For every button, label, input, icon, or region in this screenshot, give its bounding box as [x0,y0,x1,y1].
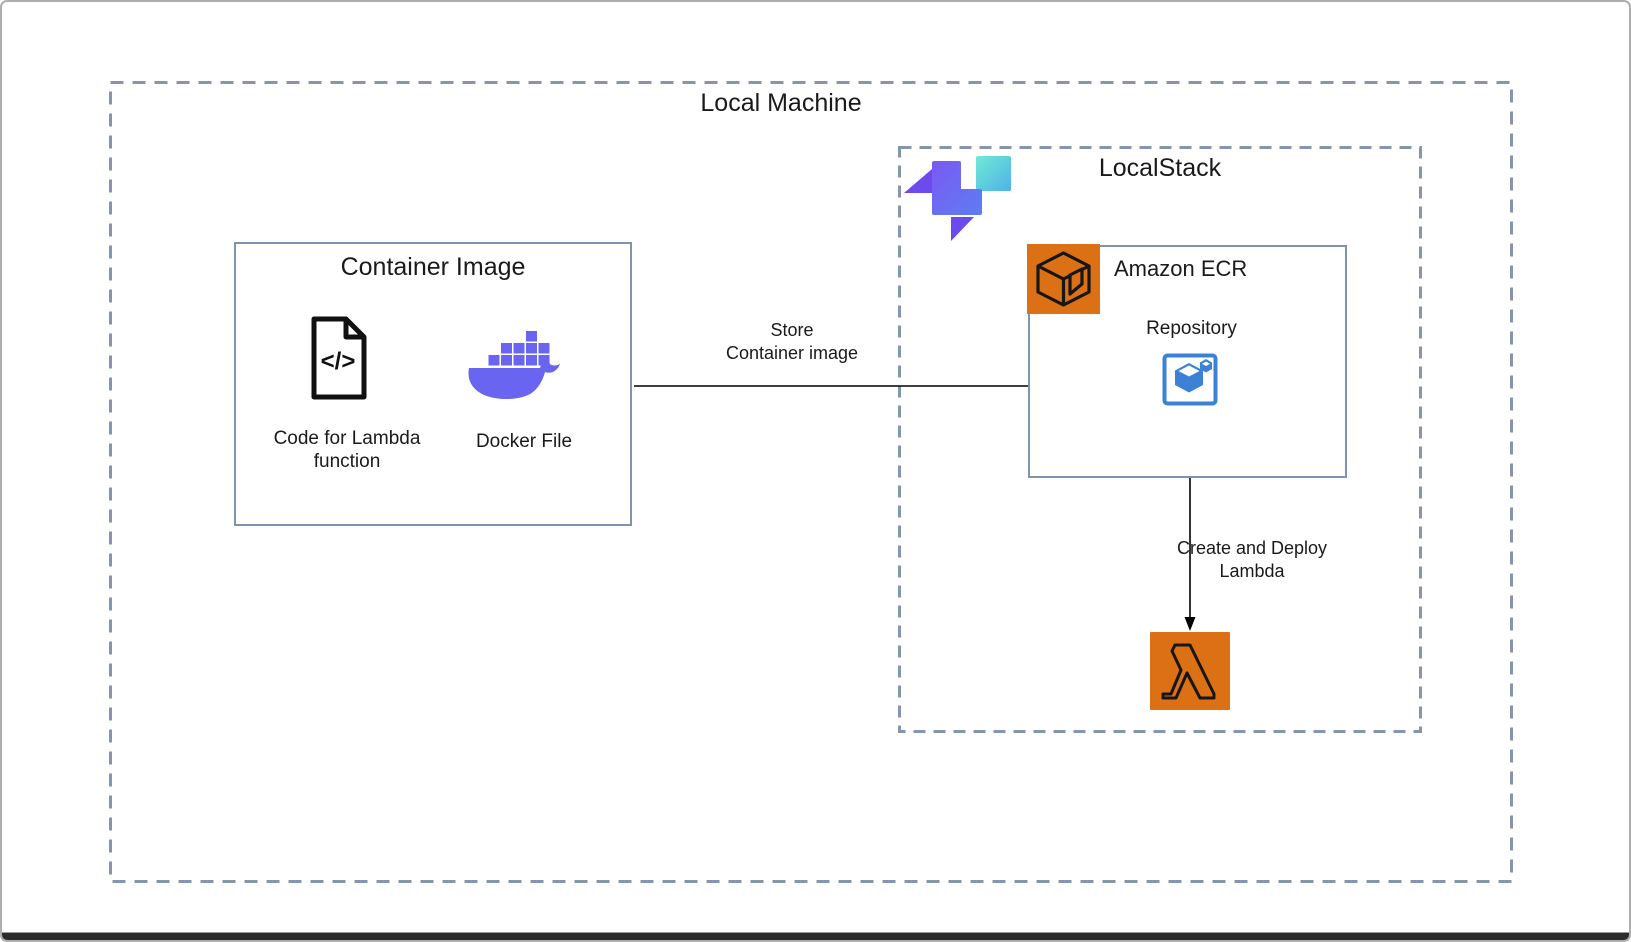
deploy-lambda-arrow-label: Create and Deploy Lambda [1176,538,1328,581]
localstack-logo-icon [904,156,1011,241]
deploy-lambda-arrowhead [1184,617,1196,631]
local-machine-title: Local Machine [700,89,862,117]
store-image-arrow-label: Store Container image [725,320,859,363]
container-image-box: Container Image [234,242,632,526]
container-image-title: Container Image [340,253,526,281]
amazon-ecr-title: Amazon ECR [1114,256,1248,281]
svg-text:</>: </> [321,348,356,375]
code-file-icon: </> [311,316,367,400]
window-bottom-edge [2,932,1629,940]
amazon-ecr-icon [1027,244,1100,314]
ecr-repository-icon [1162,353,1218,406]
aws-lambda-icon [1150,632,1230,710]
docker-icon [468,331,560,400]
code-file-label: Code for Lambda function [273,428,421,472]
localstack-title: LocalStack [1098,154,1222,182]
repository-label: Repository [1146,318,1237,339]
docker-file-label: Docker File [475,431,573,452]
